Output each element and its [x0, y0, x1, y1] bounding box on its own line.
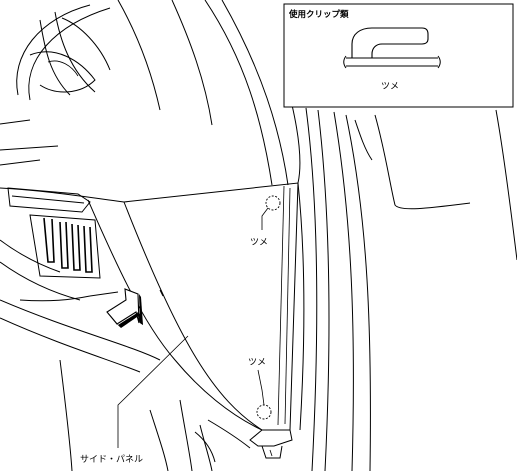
- claw-lower-marker: [256, 404, 272, 420]
- claw-lower-label: ツメ: [248, 358, 266, 368]
- center-vent: [0, 187, 119, 302]
- inset-frame: [283, 3, 514, 108]
- door-pillar: [291, 104, 517, 471]
- side-panel: [0, 182, 299, 459]
- claw-upper-label: ツメ: [250, 238, 268, 248]
- claw-callout-upper: ツメ: [250, 195, 281, 248]
- inset-title: 使用クリップ類: [288, 9, 349, 20]
- inset-clip-label: ツメ: [381, 82, 399, 92]
- claw-callout-lower: ツメ: [248, 358, 272, 420]
- clip-inset: 使用クリップ類 ツメ: [283, 3, 514, 108]
- thick-arrow-down-left-icon: [106, 288, 143, 328]
- side-panel-callout: サイド・パネル: [80, 335, 189, 465]
- dashboard-background: [0, 0, 289, 471]
- clip-hook-icon: [351, 27, 429, 59]
- side-panel-label: サイド・パネル: [80, 454, 143, 465]
- claw-upper-marker: [265, 195, 281, 211]
